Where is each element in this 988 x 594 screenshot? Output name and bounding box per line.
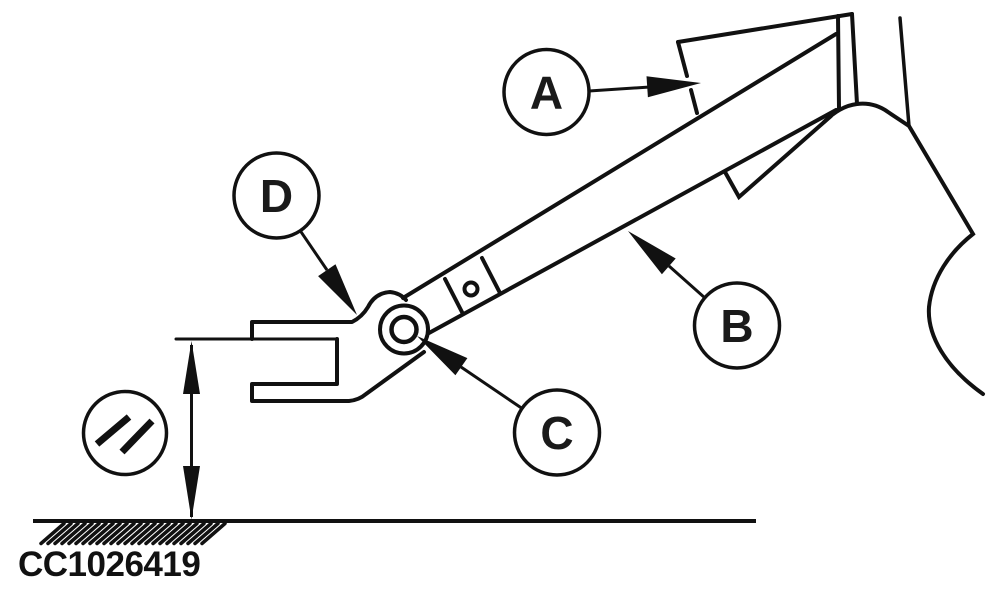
bucket-left-edge: [676, 40, 699, 115]
boom-tick-mark-right: [480, 256, 502, 295]
chassis-front-line: [898, 16, 911, 128]
boom-tick-mark-left: [443, 277, 465, 316]
chassis-nose-and-wheel-arch: [822, 101, 985, 396]
ground-hatching: [39, 521, 227, 546]
callout-a-circle: [502, 47, 591, 137]
callout-b-leader-line: [668, 264, 706, 300]
callout-b: B: [628, 231, 782, 370]
figure-code: CC1026419: [18, 545, 200, 584]
double-slash-icon: [81, 389, 169, 477]
callout-d-circle: [232, 151, 321, 240]
machine-body: [822, 16, 985, 396]
symbol-circle: [81, 389, 169, 477]
callout-d-leader-line: [299, 229, 329, 271]
pivot-assembly: [378, 303, 430, 356]
callout-c-arrowhead-icon: [417, 336, 468, 376]
bucket-outline: [676, 12, 859, 201]
fork-upper-outline: [250, 290, 408, 341]
callout-b-circle: [692, 281, 782, 370]
callout-a-label: A: [530, 67, 563, 119]
symbol-slashes: [94, 414, 155, 455]
dimension-arrowhead-up-icon: [183, 341, 200, 394]
callout-a-arrowhead-icon: [646, 76, 701, 98]
callout-c-label: C: [540, 407, 573, 459]
callout-c: C: [417, 336, 602, 477]
bucket-backplate-right-line: [850, 12, 859, 106]
ground: [33, 519, 756, 546]
callout-b-arrowhead-icon: [628, 231, 676, 275]
bucket-backplate-left-line: [836, 14, 841, 110]
callout-d: D: [232, 151, 357, 315]
fork-lower-outline: [250, 337, 426, 403]
callout-c-circle: [512, 388, 602, 477]
boom-top-edge: [401, 32, 838, 300]
height-dimension: [183, 341, 200, 520]
boom-pin-hole: [462, 280, 480, 298]
callout-c-leader-line: [460, 365, 523, 410]
bucket-bottom-edge: [723, 114, 833, 201]
dimension-arrowhead-down-icon: [183, 466, 200, 520]
callout-a-leader-line: [588, 85, 651, 93]
callout-b-label: B: [720, 300, 753, 352]
callout-d-label: D: [260, 170, 293, 222]
callout-d-arrowhead-icon: [318, 264, 357, 315]
callout-a: A: [502, 47, 701, 137]
boom-bottom-edge: [427, 108, 838, 335]
fork-clevis: [174, 290, 426, 403]
bucket-top-edge: [676, 12, 854, 44]
boom-arm: [401, 32, 838, 335]
pivot-pin: [389, 314, 419, 345]
